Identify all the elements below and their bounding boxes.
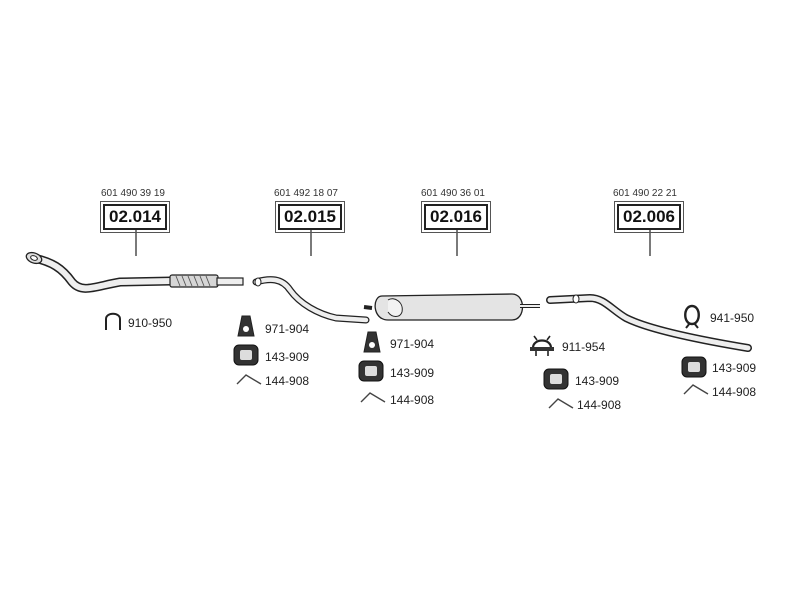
part-code-02016[interactable]: 02.016 — [421, 201, 491, 233]
strap-icon — [236, 374, 262, 385]
part-label-971-904-b[interactable]: 971-904 — [390, 337, 435, 351]
mounting-bracket-icon — [363, 331, 381, 353]
strap-icon — [683, 384, 709, 395]
part-label-144-908-b[interactable]: 144-908 — [390, 393, 435, 407]
rear-pipe-02006 — [546, 293, 752, 352]
part-label-143-909-b[interactable]: 143-909 — [390, 366, 435, 380]
front-pipe-02014 — [25, 251, 244, 293]
oe-number-02015: 601 492 18 07 — [274, 188, 338, 199]
part-code-02015[interactable]: 02.015 — [275, 201, 345, 233]
rubber-mount-icon — [681, 356, 707, 378]
part-label-143-909-c[interactable]: 143-909 — [575, 374, 620, 388]
middle-silencer-02016 — [363, 293, 540, 321]
part-label-144-908-c[interactable]: 144-908 — [577, 398, 622, 412]
strap-icon — [360, 392, 386, 403]
oe-number-02014: 601 490 39 19 — [101, 188, 165, 199]
part-label-911-954[interactable]: 911-954 — [562, 340, 606, 354]
part-code-02014[interactable]: 02.014 — [100, 201, 170, 233]
rubber-mount-icon — [543, 368, 569, 390]
part-label-144-908-d[interactable]: 144-908 — [712, 385, 757, 399]
u-clamp-icon — [105, 312, 121, 330]
oe-number-02016: 601 490 36 01 — [421, 188, 485, 199]
hanger-ring-icon — [684, 304, 700, 329]
part-code-02006[interactable]: 02.006 — [614, 201, 684, 233]
oe-number-02006: 601 490 22 21 — [613, 188, 677, 199]
part-label-971-904-a[interactable]: 971-904 — [265, 322, 310, 336]
part-label-143-909-a[interactable]: 143-909 — [265, 350, 310, 364]
strap-icon — [548, 398, 574, 409]
rubber-mount-icon — [358, 360, 384, 382]
mounting-bracket-icon — [237, 315, 255, 337]
part-label-143-909-d[interactable]: 143-909 — [712, 361, 757, 375]
part-label-144-908-a[interactable]: 144-908 — [265, 374, 310, 388]
rubber-mount-icon — [233, 344, 259, 366]
pipe-clamp-icon — [530, 335, 554, 356]
intermediate-pipe-02015 — [252, 276, 370, 324]
part-label-941-950[interactable]: 941-950 — [710, 311, 755, 325]
part-label-910-950[interactable]: 910-950 — [128, 316, 173, 330]
